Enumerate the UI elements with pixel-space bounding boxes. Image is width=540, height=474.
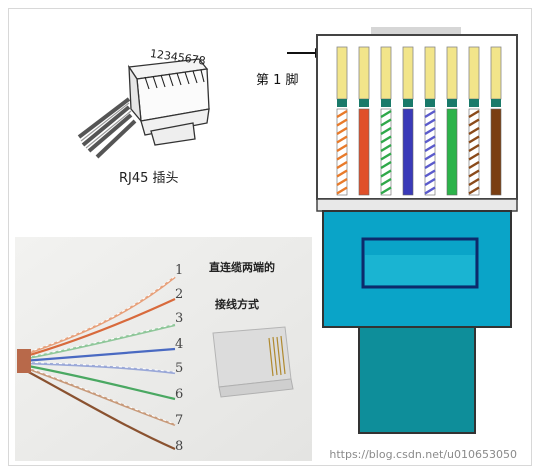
wire-number-6: 6 <box>175 387 184 402</box>
connector-body <box>316 34 518 200</box>
wire-number-7: 7 <box>175 413 184 428</box>
pin-7-white-brown <box>468 46 480 196</box>
plug-caption: RJ45 插头 <box>119 171 179 186</box>
window-shade <box>365 255 475 285</box>
pin-1-white-orange <box>336 46 348 196</box>
diagram-frame: 1 2 3 4 5 6 7 8 RJ45 插头 第 1 脚 <box>8 8 532 466</box>
pin-5-white-blue <box>424 46 436 196</box>
cable-end <box>17 349 31 373</box>
wire-number-5: 5 <box>175 361 184 376</box>
connector-top-edge <box>371 27 461 35</box>
clear-rj45-plug <box>212 326 294 398</box>
watermark: https://blog.csdn.net/u010653050 <box>329 448 517 461</box>
pin-8-brown <box>490 46 502 196</box>
pin1-label: 第 1 脚 <box>256 73 299 88</box>
wire-number-3: 3 <box>175 311 184 326</box>
wire-photo <box>15 237 312 461</box>
connector-latch <box>358 326 476 434</box>
pin-3-white-green <box>380 46 392 196</box>
connector-diagram <box>316 27 518 434</box>
pin-2-orange <box>358 46 370 196</box>
connector-ridge <box>316 198 518 212</box>
rj45-plug-sketch <box>77 58 210 159</box>
wire-number-8: 8 <box>175 439 184 454</box>
wire-photo-drawing <box>15 237 312 461</box>
wire-number-2: 2 <box>175 287 184 302</box>
photo-caption-line1: 直连缆两端的 <box>209 261 275 274</box>
wire-number-4: 4 <box>175 337 184 352</box>
wire-number-1: 1 <box>175 263 184 278</box>
pin-6-green <box>446 46 458 196</box>
pin-4-blue <box>402 46 414 196</box>
photo-caption-line2: 接线方式 <box>215 298 259 311</box>
